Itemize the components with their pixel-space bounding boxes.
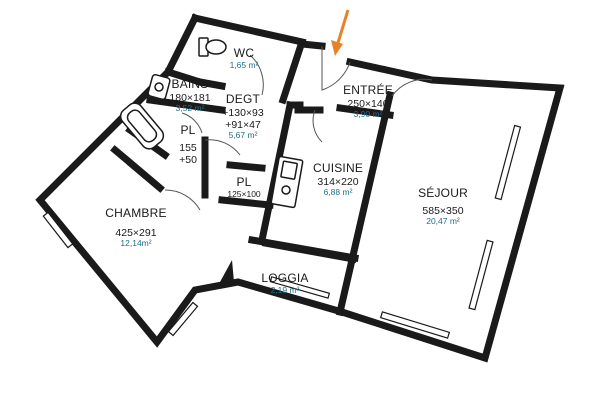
room-pl-1: PL 155 +50 (179, 123, 197, 166)
interior-walls (110, 67, 395, 317)
sink-icon (147, 73, 171, 101)
room-sejour-name: SÉJOUR (418, 186, 468, 200)
room-loggia-name: LOGGIA (261, 271, 309, 285)
room-bains-area: 3,52 m² (175, 102, 205, 113)
windows (42, 124, 522, 339)
room-cuisine-dim: 314×220 (317, 175, 359, 188)
room-chambre: CHAMBRE 425×291 12,14m² (105, 206, 167, 249)
toilet-icon (198, 37, 227, 57)
room-degt: DEGT +130×93 +91×47 5,67 m² (222, 92, 264, 141)
room-sejour-dim: 585×350 (422, 204, 464, 217)
exterior-walls (35, 13, 565, 363)
room-entree-dim: 250×140 (347, 97, 389, 110)
room-sejour-area: 20,47 m² (426, 215, 460, 226)
room-cuisine: CUISINE 314×220 6,88 m² (312, 161, 364, 198)
room-pl-1-dim2: +50 (179, 153, 197, 166)
room-degt-dim2: +91×47 (225, 118, 261, 131)
room-chambre-area: 12,14m² (120, 237, 152, 248)
room-entree-area: 3,90 m² (353, 108, 383, 119)
room-bains-dim: 180×181 (169, 91, 211, 104)
room-pl-1-name: PL (180, 123, 196, 137)
room-wc-area: 1,65 m² (229, 59, 259, 70)
room-sejour: SÉJOUR 585×350 20,47 m² (418, 186, 468, 227)
room-degt-area: 5,67 m² (228, 129, 258, 140)
fixtures (119, 37, 304, 282)
room-cuisine-area: 6,88 m² (323, 186, 353, 197)
room-chambre-dim: 425×291 (115, 226, 157, 239)
room-wc-name: WC (233, 46, 255, 60)
room-degt-name: DEGT (225, 92, 261, 106)
room-pl-2-dim: 125×100 (227, 188, 261, 199)
room-bains-name: BAINS (171, 77, 209, 91)
room-entree: ENTRÉE 250×140 3,90 m² (343, 83, 393, 120)
bathtub-icon (119, 102, 165, 150)
arrow-down-icon (331, 9, 350, 56)
room-pl-1-dim1: 155 (179, 141, 197, 154)
room-bains: BAINS 180×181 3,52 m² (169, 77, 211, 114)
room-pl-2-name: PL (236, 175, 252, 189)
room-chambre-name: CHAMBRE (105, 206, 167, 220)
room-loggia: LOGGIA 2,19 m² (261, 271, 309, 296)
room-wc: WC 1,65 m² (229, 46, 259, 71)
room-degt-dim1: +130×93 (222, 106, 264, 119)
room-loggia-area: 2,19 m² (270, 284, 300, 295)
room-pl-2: PL 125×100 (227, 175, 261, 200)
room-entree-name: ENTRÉE (343, 83, 393, 97)
kitchen-sink-icon (270, 155, 304, 209)
floor-marker-icon (220, 260, 234, 282)
doors (164, 46, 433, 211)
room-cuisine-name: CUISINE (312, 161, 364, 175)
